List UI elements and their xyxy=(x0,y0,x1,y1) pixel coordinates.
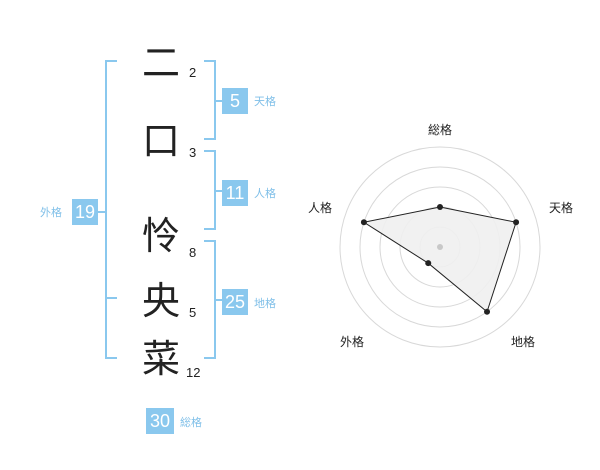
tenkaku-bracket-bottom xyxy=(204,138,216,140)
radar-center xyxy=(437,244,443,250)
jinkaku-badge: 11 xyxy=(222,180,248,206)
radar-point-2 xyxy=(484,308,491,315)
stroke-count-2: 3 xyxy=(189,145,197,160)
gaikaku-bracket-top xyxy=(105,60,117,62)
radar-label-soukaku: 総格 xyxy=(428,123,453,137)
soukaku-badge: 30 xyxy=(146,408,174,434)
radar-label-gaikaku: 外格 xyxy=(340,335,365,349)
chikaku-label: 地格 xyxy=(254,297,276,310)
name-char-4: 央 xyxy=(141,279,180,323)
stroke-count-1: 2 xyxy=(189,65,197,80)
gaikaku-badge: 19 xyxy=(72,199,98,225)
jinkaku-bracket-bottom xyxy=(204,228,216,230)
gaikaku-bracket-bottom xyxy=(105,357,117,359)
jinkaku-bracket-connector xyxy=(214,190,222,192)
radar-label-chikaku: 地格 xyxy=(511,335,536,349)
radar-point-3 xyxy=(425,260,432,267)
gaikaku-bracket-vertical xyxy=(105,60,107,359)
chikaku-bracket-bottom xyxy=(204,357,216,359)
soukaku-label: 総格 xyxy=(180,416,202,429)
radar-point-4 xyxy=(360,219,367,226)
stroke-count-4: 5 xyxy=(189,305,197,320)
jinkaku-bracket-top xyxy=(204,150,216,152)
name-char-5: 菜 xyxy=(141,337,180,381)
stroke-count-3: 8 xyxy=(189,245,197,260)
tenkaku-bracket-connector xyxy=(214,100,222,102)
stroke-count-5: 12 xyxy=(186,365,201,380)
name-char-2: 口 xyxy=(141,119,180,163)
tenkaku-badge: 5 xyxy=(222,88,248,114)
name-char-3: 怜 xyxy=(141,214,180,258)
gaikaku-bracket-connector xyxy=(98,211,105,213)
radar-ring-5 xyxy=(339,146,541,348)
chikaku-bracket-top xyxy=(204,240,216,242)
radar-label-tenkaku: 天格 xyxy=(549,201,574,215)
chikaku-bracket-connector xyxy=(214,299,222,301)
gaikaku-bracket-mid xyxy=(105,297,117,299)
tenkaku-label: 天格 xyxy=(254,95,276,108)
radar-label-jinkaku: 人格 xyxy=(308,201,333,215)
tenkaku-bracket-top xyxy=(204,60,216,62)
jinkaku-label: 人格 xyxy=(254,187,276,200)
name-char-1: 二 xyxy=(141,41,180,85)
radar-ring-4 xyxy=(359,166,521,328)
chikaku-badge: 25 xyxy=(222,289,248,315)
radar-point-0 xyxy=(437,204,443,210)
radar-point-1 xyxy=(513,219,520,226)
radar-polygon xyxy=(362,206,517,313)
gaikaku-label: 外格 xyxy=(40,206,62,219)
